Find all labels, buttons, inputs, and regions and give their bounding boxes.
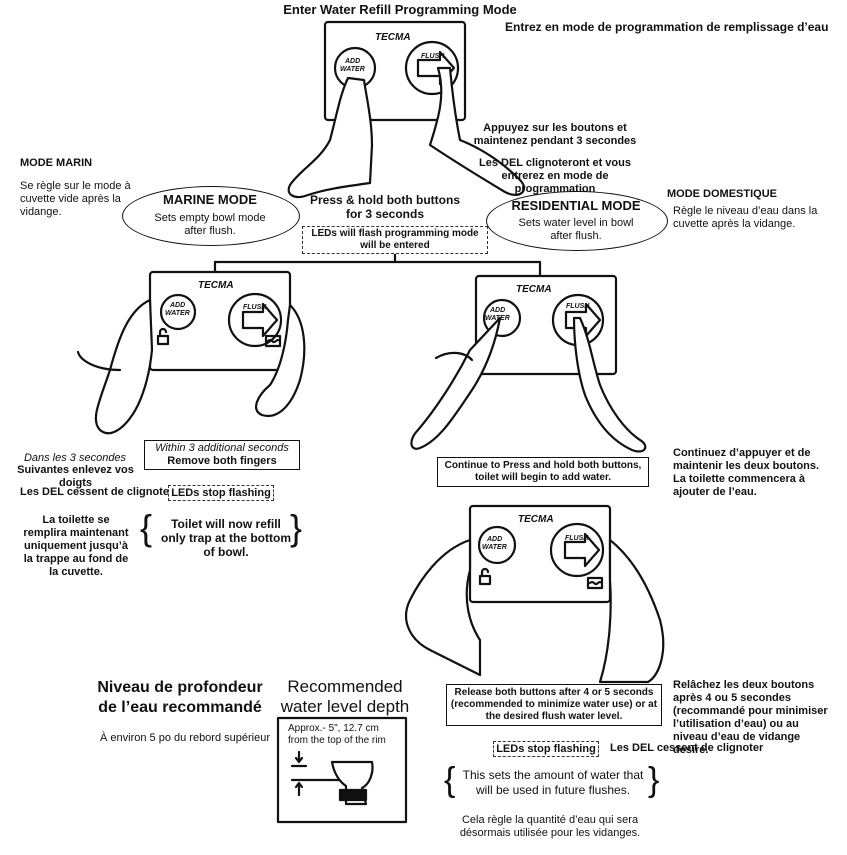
svg-text:WATER: WATER [485,315,510,322]
leds-stop-fr-marine: Les DEL cessent de clignoter [20,486,174,498]
residential-mode-title: RESIDENTIAL MODE [511,198,641,213]
wave-icon [264,334,282,348]
continue-press-fr: Continuez d’appuyer et de maintenir les … [673,447,820,498]
hand-icon [410,316,502,450]
press-instruction-fr: Appuyez sur les boutons et maintenez pen… [473,122,637,147]
remove-fingers-fr: Suivantes enlevez vos doigts [17,464,134,489]
depth-title: Recommended water level depth [280,677,410,716]
residential-mode-desc: Sets water level in bowl after flush. [518,217,634,242]
continue-press-box: Continue to Press and hold both buttons,… [437,457,649,487]
hand-icon [94,298,154,435]
refill-text: Toilet will now refill only trap at the … [161,517,291,559]
remove-fingers-text: Remove both fingers [167,455,277,467]
release-buttons-box: Release both buttons after 4 or 5 second… [446,684,662,726]
svg-text:TECMA: TECMA [375,32,411,43]
svg-text:TECMA: TECMA [516,284,552,295]
svg-text:TECMA: TECMA [198,280,234,291]
leds-flash-fr: Les DEL clignoteront et vous entrerez en… [479,157,631,195]
svg-text:ADD: ADD [489,307,505,314]
svg-text:WATER: WATER [482,544,507,551]
residential-desc-fr: Règle le niveau d’eau dans la cuvette ap… [673,205,818,230]
marine-mode-oval [122,186,300,246]
page-title-fr: Entrez en mode de programmation de rempl… [505,20,829,34]
svg-text:FLUSH: FLUSH [421,53,445,60]
press-instruction: Press & hold both buttons for 3 seconds [310,193,460,221]
svg-text:WATER: WATER [165,310,190,317]
within-3s-box: Within 3 additional seconds Remove both … [144,440,300,470]
brace-right-icon: } [648,761,660,799]
marine-desc-fr: Se règle sur le mode à cuvette vide aprè… [20,180,131,218]
amount-text: This sets the amount of water that will … [462,768,644,797]
leds-stop-residential: LEDs stop flashing [493,741,599,757]
hand-icon [405,538,482,677]
page-title: Enter Water Refill Programming Mode [283,2,517,17]
residential-heading-fr: MODE DOMESTIQUE [667,188,778,200]
hand-icon [428,66,526,196]
svg-text:FLUSH: FLUSH [243,304,267,311]
hand-icon [598,538,665,684]
marine-mode-title: MARINE MODE [163,192,257,207]
brace-right-icon: } [290,507,303,548]
hand-icon [572,316,647,453]
hand-icon [287,76,374,199]
depth-title-fr: Niveau de profondeur de l’eau recommandé [97,679,263,716]
depth-approx: Approx.- 5", 12.7 cm from the top of the… [288,723,386,746]
hand-icon [255,303,306,418]
brace-left-icon: { [444,761,456,799]
svg-text:WATER: WATER [340,66,365,73]
svg-text:ADD: ADD [169,302,185,309]
marine-mode-desc: Sets empty bowl mode after flush. [154,212,266,237]
within-3s-fr-italic: Dans les 3 secondes [23,452,127,464]
depth-desc-fr: À environ 5 po du rebord supérieur [100,732,270,744]
leds-flash-note: LEDs will flash programming mode will be… [302,226,488,254]
flush-button-top [404,40,460,96]
release-buttons-fr: Relâchez les deux boutons après 4 ou 5 s… [673,679,828,756]
refill-fr: La toilette se remplira maintenant uniqu… [23,514,129,578]
lock-icon [156,327,170,346]
within-3s-text: Within 3 additional seconds [155,442,289,454]
marine-heading-fr: MODE MARIN [20,157,93,169]
amount-fr: Cela règle la quantité d’eau qui sera dé… [459,814,641,839]
svg-text:ADD: ADD [486,536,502,543]
leds-stop-marine: LEDs stop flashing [168,485,274,501]
brace-left-icon: { [140,507,153,548]
svg-text:ADD: ADD [344,58,360,65]
svg-text:FLUSH: FLUSH [565,535,589,542]
leds-stop-fr-residential: Les DEL cessent de clignoter [610,742,764,754]
svg-text:TECMA: TECMA [518,514,554,525]
svg-text:FLUSH: FLUSH [566,303,590,310]
residential-mode-oval [486,191,668,251]
